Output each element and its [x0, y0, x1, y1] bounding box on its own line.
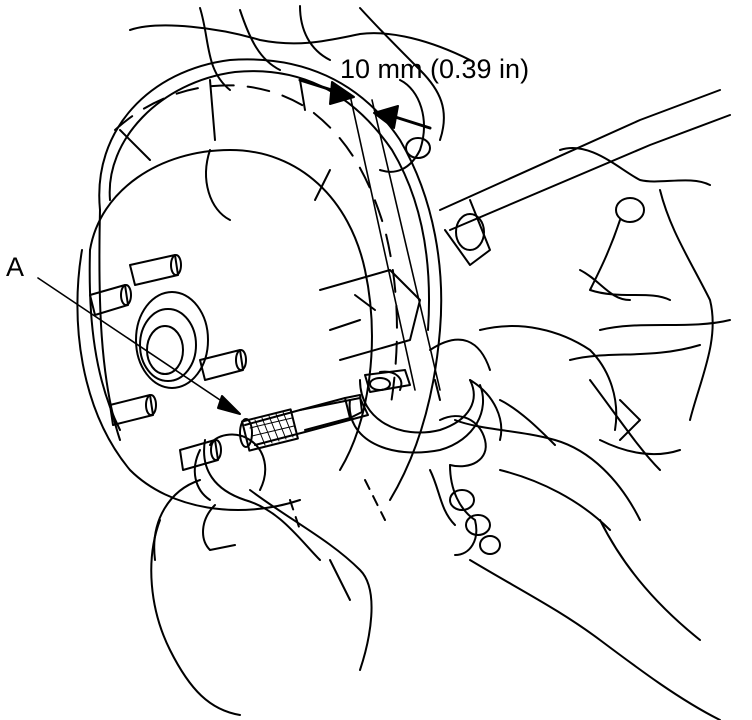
brake-rotor [98, 58, 443, 531]
suspension-background [129, 5, 731, 471]
micrometer [239, 369, 485, 454]
left-hand [150, 433, 373, 716]
part-label-a: A [6, 252, 24, 282]
measurement-label: 10 mm (0.39 in) [340, 54, 529, 84]
measurement-guides [349, 94, 441, 391]
right-hand [429, 415, 721, 720]
caliper-bracket [319, 269, 503, 441]
label-a-leader [37, 277, 241, 415]
rotor-hub [76, 149, 373, 511]
dimension-arrows [298, 78, 432, 130]
